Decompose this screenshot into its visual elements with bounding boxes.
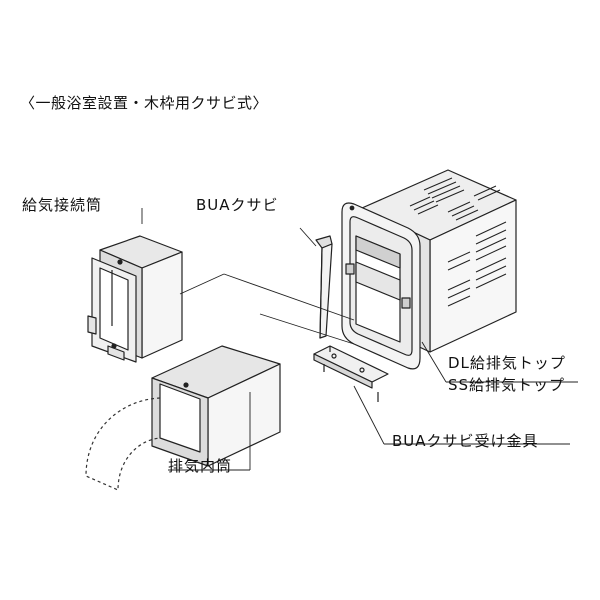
label-exhaust-inner-tube: 排気内筒: [168, 457, 233, 475]
page-title: 〈一般浴室設置・木枠用クサビ式〉: [20, 94, 269, 112]
exhaust-inner-tube: [151, 345, 281, 467]
label-dl-vent-top: DL給排気トップ: [448, 354, 566, 372]
label-ss-vent-top: SS給排気トップ: [448, 376, 566, 394]
bottom-margin: [0, 516, 600, 600]
supply-connection-tube: [87, 235, 183, 363]
bua-wedge: [315, 235, 333, 339]
label-supply-connection-tube: 給気接続筒: [22, 196, 103, 214]
top-margin: [0, 0, 600, 70]
label-bua-wedge: BUAクサビ: [196, 196, 279, 214]
bent-duct-outline: [85, 397, 161, 491]
label-bua-wedge-bracket: BUAクサビ受け金具: [392, 432, 539, 450]
leader-lines: [141, 208, 578, 471]
bua-wedge-bracket: [313, 345, 389, 402]
vent-top-unit: [341, 169, 517, 370]
